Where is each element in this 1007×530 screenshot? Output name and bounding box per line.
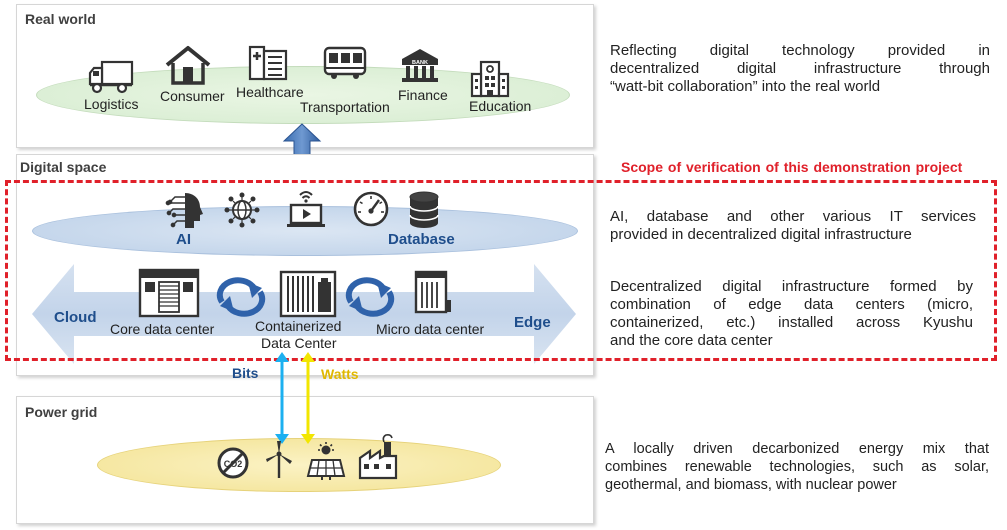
real-world-desc-line-2: decentralized digital infrastructure thr… — [610, 60, 990, 77]
factory-icon — [358, 434, 398, 480]
services-desc-line-1: AI, database and other various IT servic… — [610, 208, 976, 225]
speed-gauge-icon — [353, 191, 389, 227]
wind-turbine-icon — [266, 441, 292, 478]
real-world-item-logistics: Logistics — [84, 96, 139, 112]
real-world-item-transportation: Transportation — [300, 99, 390, 115]
containerized-data-center-label-line-2: Data Center — [261, 335, 337, 351]
bank-sign: BANK — [412, 60, 428, 66]
real-world-description: Reflecting digital technology provided i… — [610, 42, 990, 96]
infra-desc-line-3: containerized, etc.) installed across Ky… — [610, 314, 973, 331]
hospital-icon — [248, 45, 288, 81]
cycle-arrows-icon-right — [345, 277, 395, 317]
school-icon — [470, 60, 510, 98]
scope-label: Scope of verification of this demonstrat… — [621, 159, 963, 175]
containerized-data-center-label-line-1: Containerized — [255, 318, 342, 334]
power-grid-description: A locally driven decarbonized energy mix… — [605, 440, 989, 494]
real-world-item-education: Education — [469, 98, 532, 114]
digital-space-title: Digital space — [20, 159, 107, 175]
train-icon — [323, 46, 367, 79]
real-world-item-consumer: Consumer — [160, 88, 225, 104]
power-grid-title: Power grid — [25, 404, 98, 420]
power-desc-line-2: combines renewable technologies, such as… — [605, 459, 989, 475]
core-data-center-icon — [138, 268, 200, 318]
video-laptop-icon — [287, 191, 325, 227]
cycle-arrows-icon-left — [216, 277, 266, 317]
house-icon — [165, 46, 211, 85]
infra-desc-line-2: combination of edge data centers (micro, — [610, 296, 973, 313]
containerized-data-center-icon — [279, 270, 337, 318]
real-world-item-finance: Finance — [398, 87, 448, 103]
database-icon — [409, 191, 439, 228]
infrastructure-description: Decentralized digital infrastructure for… — [610, 278, 973, 350]
real-world-desc-line-3: “watt-bit collaboration” into the real w… — [610, 78, 881, 95]
infra-desc-line-4: and the core data center — [610, 332, 773, 349]
no-co2-icon: CO2 — [217, 447, 249, 479]
watts-arrow — [301, 352, 315, 444]
power-desc-line-1: A locally driven decarbonized energy mix… — [605, 441, 989, 457]
ai-head-icon — [165, 193, 203, 228]
micro-data-center-icon — [414, 270, 451, 314]
network-globe-icon — [224, 192, 260, 228]
bits-arrow — [275, 352, 289, 444]
database-label: Database — [388, 231, 455, 248]
watts-label: Watts — [321, 366, 359, 382]
infra-desc-line-1: Decentralized digital infrastructure for… — [610, 278, 973, 295]
real-world-desc-line-1: Reflecting digital technology provided i… — [610, 42, 990, 59]
micro-data-center-label: Micro data center — [376, 321, 485, 337]
digital-space-panel — [16, 154, 594, 376]
power-desc-line-3: geothermal, and biomass, with nuclear po… — [605, 477, 897, 493]
power-grid-ellipse — [97, 438, 501, 492]
real-world-title: Real world — [25, 11, 96, 27]
services-description: AI, database and other various IT servic… — [610, 208, 976, 244]
truck-icon — [88, 60, 134, 94]
services-desc-line-2: provided in decentralized digital infras… — [610, 226, 912, 243]
solar-panel-icon — [306, 442, 346, 480]
cloud-label: Cloud — [54, 309, 97, 326]
bank-icon: BANK — [402, 49, 438, 82]
edge-label: Edge — [514, 314, 551, 331]
bits-label: Bits — [232, 365, 259, 381]
ai-label: AI — [176, 231, 191, 248]
core-data-center-label: Core data center — [110, 321, 215, 337]
real-world-item-healthcare: Healthcare — [236, 84, 304, 100]
verification-scope-box — [5, 180, 997, 361]
